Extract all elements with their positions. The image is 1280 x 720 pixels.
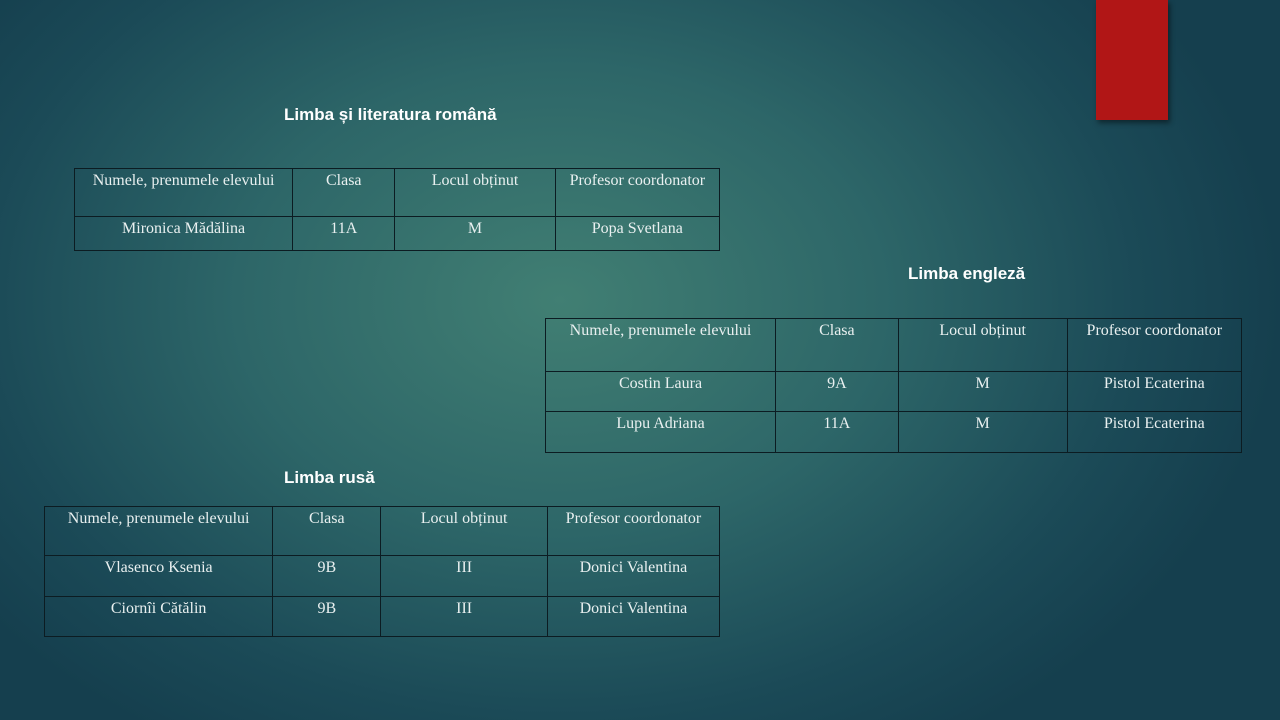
table-cell: 11A — [292, 216, 396, 251]
column-header: Clasa — [775, 318, 899, 372]
column-header: Locul obținut — [897, 318, 1068, 372]
table-cell: Pistol Ecaterina — [1066, 371, 1243, 412]
table-cell: M — [897, 411, 1068, 453]
column-header: Locul obținut — [380, 506, 548, 556]
column-header: Numele, prenumele elevului — [73, 168, 294, 217]
table-cell: 9A — [775, 371, 899, 412]
column-header: Profesor coordonator — [554, 168, 721, 217]
heading-english: Limba engleză — [908, 264, 1026, 283]
table-cell: 9B — [272, 596, 382, 637]
table-cell: Ciornîi Cătălin — [43, 596, 274, 637]
table-cell: Donici Valentina — [546, 555, 721, 597]
heading-romanian: Limba și literatura română — [284, 105, 497, 124]
table-cell: Popa Svetlana — [554, 216, 721, 251]
table-cell: Lupu Adriana — [544, 411, 777, 453]
table-cell: 9B — [272, 555, 382, 597]
column-header: Clasa — [292, 168, 396, 217]
column-header: Locul obținut — [394, 168, 556, 217]
table-cell: III — [380, 555, 548, 597]
red-accent-bar — [1096, 0, 1168, 120]
table-cell: M — [394, 216, 556, 251]
table-cell: Mironica Mădălina — [73, 216, 294, 251]
column-header: Numele, prenumele elevului — [544, 318, 777, 372]
table-cell: Costin Laura — [544, 371, 777, 412]
table-cell: 11A — [775, 411, 899, 453]
column-header: Profesor coordonator — [546, 506, 721, 556]
table-cell: Vlasenco Ksenia — [43, 555, 274, 597]
table-cell: Donici Valentina — [546, 596, 721, 637]
column-header: Profesor coordonator — [1066, 318, 1243, 372]
table-cell: III — [380, 596, 548, 637]
column-header: Numele, prenumele elevului — [43, 506, 274, 556]
heading-russian: Limba rusă — [284, 468, 375, 487]
table-cell: M — [897, 371, 1068, 412]
table-cell: Pistol Ecaterina — [1066, 411, 1243, 453]
column-header: Clasa — [272, 506, 382, 556]
